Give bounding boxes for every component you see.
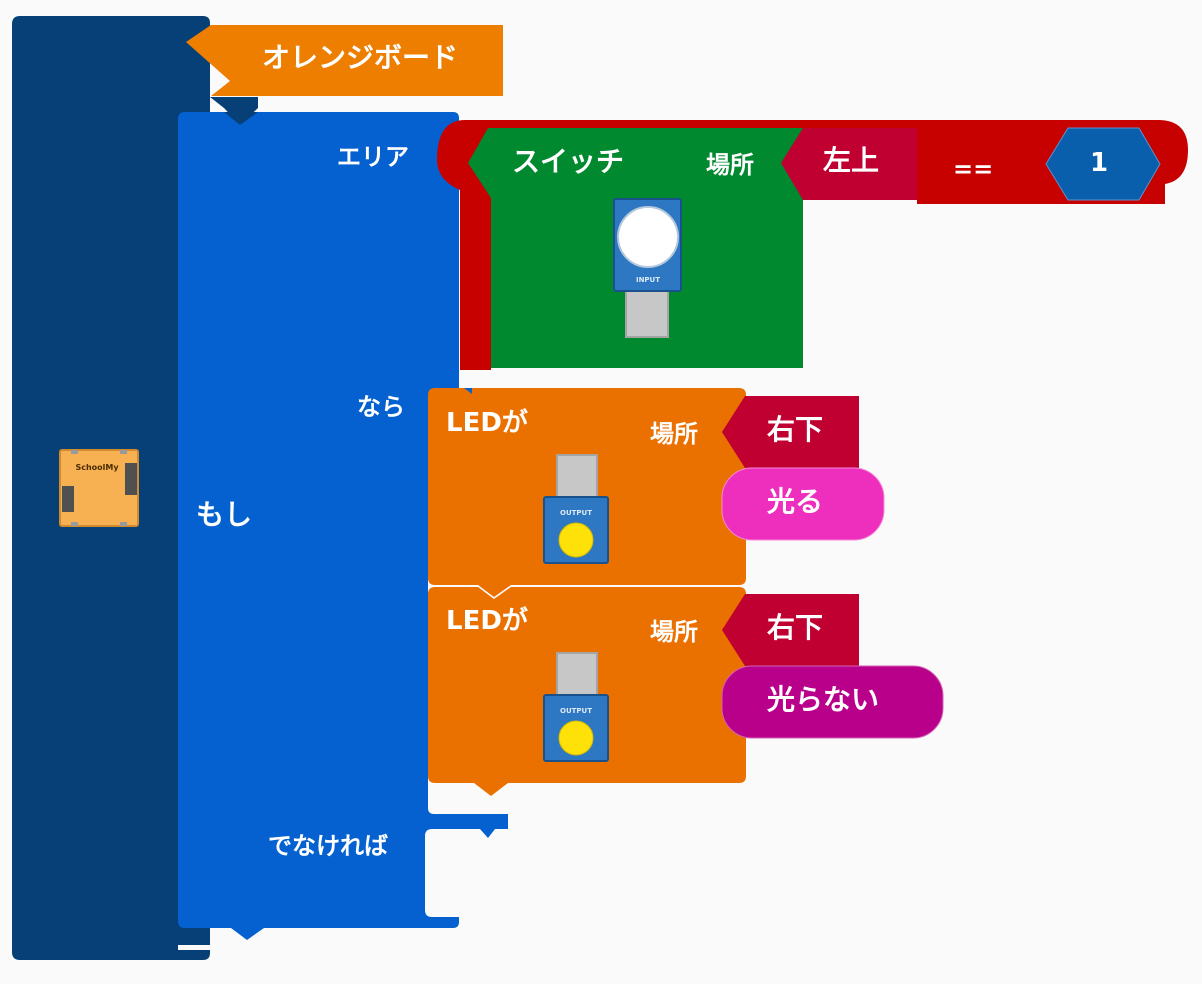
led-place-label-2: 場所 bbox=[650, 618, 698, 646]
place-value-top-left[interactable]: 左上 bbox=[823, 144, 880, 177]
action-off-label[interactable]: 光らない bbox=[767, 683, 880, 716]
action-off-block[interactable] bbox=[721, 665, 944, 739]
equals-operator[interactable]: == bbox=[953, 155, 994, 183]
condition-block[interactable] bbox=[437, 120, 1188, 370]
led-module-icon: OUTPUT bbox=[543, 652, 609, 762]
if-block[interactable] bbox=[178, 112, 513, 940]
switch-module-icon: INPUT bbox=[613, 198, 682, 338]
place-dropdown-bottom-right-1[interactable] bbox=[722, 396, 859, 468]
else-label: でなければ bbox=[268, 832, 388, 860]
led-icon-label-2: OUTPUT bbox=[560, 707, 592, 715]
place-dropdown-top-left[interactable] bbox=[781, 128, 917, 200]
led-label-2: LEDが bbox=[446, 606, 528, 636]
place-value-bottom-right-1[interactable]: 右下 bbox=[767, 413, 824, 446]
board-name-tag[interactable] bbox=[186, 25, 503, 96]
board-title: オレンジボード bbox=[262, 41, 459, 74]
number-block[interactable] bbox=[1045, 127, 1161, 201]
led-place-label-1: 場所 bbox=[650, 420, 698, 448]
orange-board-icon: SchoolMy bbox=[59, 449, 139, 527]
compare-value[interactable]: 1 bbox=[1090, 148, 1109, 178]
place-value-bottom-right-2[interactable]: 右下 bbox=[767, 611, 824, 644]
action-on-label[interactable]: 光る bbox=[767, 485, 824, 518]
led-label-1: LEDが bbox=[446, 408, 528, 438]
area-label: エリア bbox=[337, 143, 409, 171]
then-label: なら bbox=[357, 393, 405, 421]
action-on-block[interactable] bbox=[721, 467, 885, 541]
if-label: もし bbox=[196, 498, 253, 531]
board-icon-label: SchoolMy bbox=[75, 463, 119, 472]
place-dropdown-bottom-right-2[interactable] bbox=[722, 594, 859, 666]
led-module-icon: OUTPUT bbox=[543, 454, 609, 564]
switch-label: スイッチ bbox=[512, 145, 625, 178]
switch-place-label: 場所 bbox=[706, 151, 754, 179]
switch-icon-label: INPUT bbox=[636, 276, 660, 284]
led-icon-label-1: OUTPUT bbox=[560, 509, 592, 517]
